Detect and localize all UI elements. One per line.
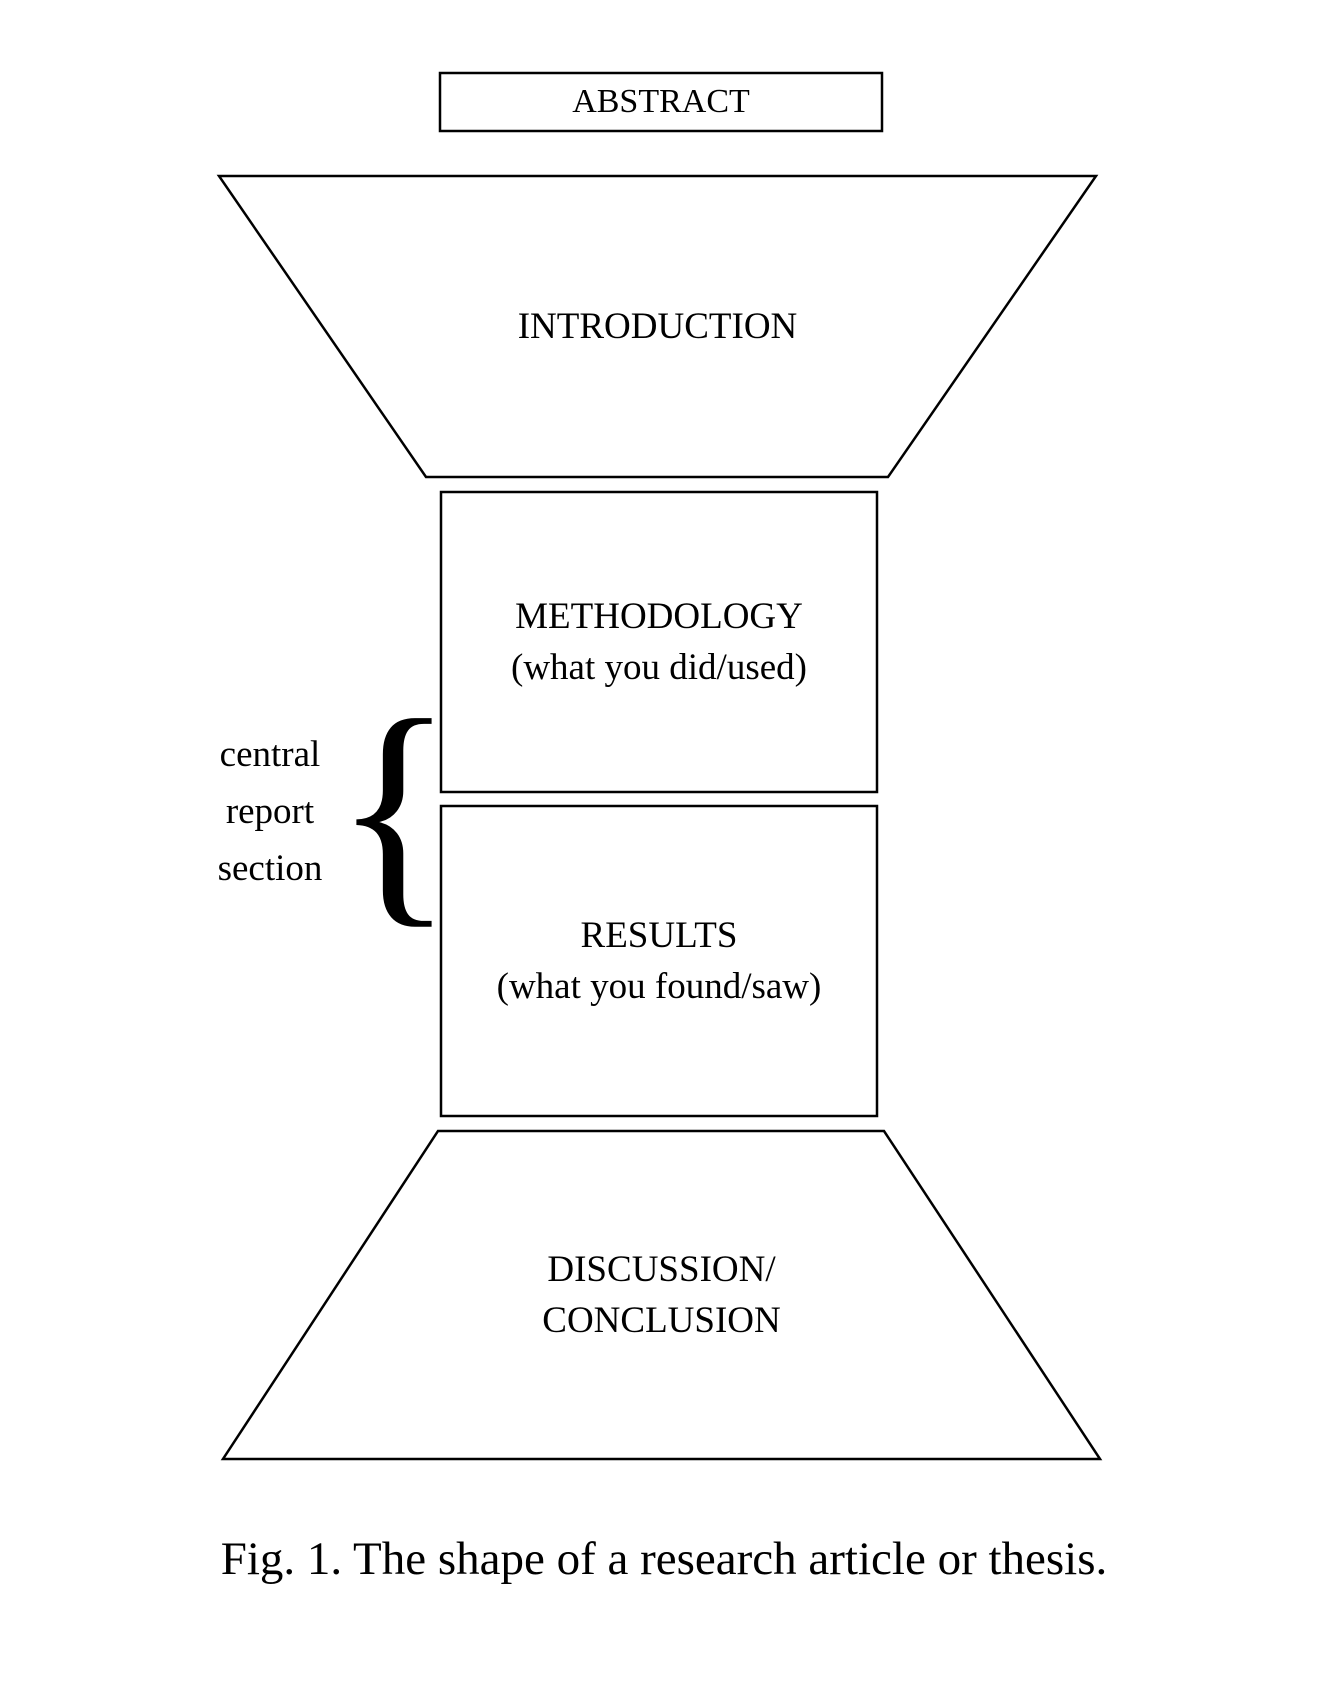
results-title: RESULTS [580,914,738,956]
abstract-box [438,71,884,133]
central-report-brace-glyph: { [333,667,455,948]
central-report-label-line1: central [219,734,321,775]
discussion-label-group: DISCUSSION/ CONCLUSION [223,1131,1100,1459]
central-report-label: central report section [180,726,360,897]
results-subtitle: (what you found/saw) [496,966,822,1007]
introduction-trapezoid [216,174,1099,479]
discussion-line2: CONCLUSION [542,1300,781,1341]
results-box [439,804,879,1118]
methodology-label-group: METHODOLOGY (what you did/used) [441,492,877,792]
introduction-label: INTRODUCTION [517,306,798,347]
figure-caption: Fig. 1. The shape of a research article … [220,1533,1108,1585]
methodology-title: METHODOLOGY [515,595,803,637]
methodology-box [439,490,879,794]
methodology-subtitle: (what you did/used) [511,647,807,688]
central-report-label-line2: report [225,791,315,832]
results-label-group: RESULTS (what you found/saw) [441,806,877,1116]
abstract-label: ABSTRACT [572,83,750,120]
central-report-label-line3: section [217,848,323,889]
discussion-line1: DISCUSSION/ [547,1248,776,1290]
discussion-trapezoid [220,1129,1103,1461]
